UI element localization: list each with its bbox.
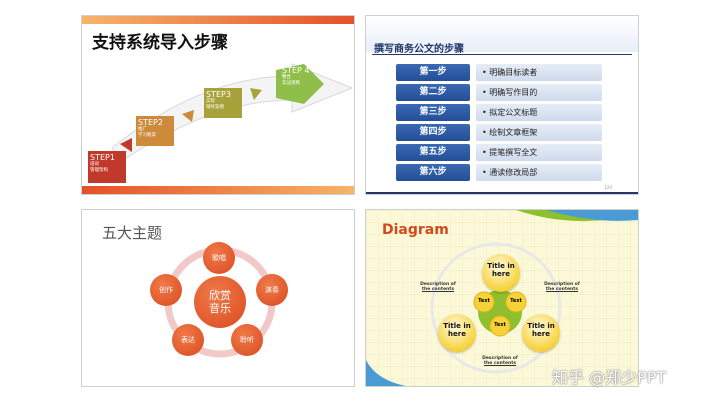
top-accent-bar [82, 16, 354, 24]
step-box-3: STEP3 实际 辅导案例 [204, 88, 242, 118]
step-text: • 明确写作目的 [476, 84, 602, 101]
theme-node-expression: 表达 [172, 324, 204, 356]
step-label: 第一步 [396, 64, 470, 81]
slide-title: Diagram [382, 222, 449, 238]
slide-thumbnail-1[interactable]: 支持系统导入步骤 STEP1 培训 管理架构 STEP2 推广 学习教案 STE… [82, 16, 354, 194]
bottom-accent-bar [82, 186, 354, 194]
theme-node-listening: 聆听 [231, 324, 263, 356]
title-ball-left: Title in here [438, 314, 476, 352]
step-arrow-4: STEP 4 整合 实战演练 [276, 64, 324, 106]
title-ball-top: Title in here [482, 254, 520, 292]
step-row-1: 第一步 • 明确目标读者 [396, 64, 604, 81]
step-box-2: STEP2 推广 学习教案 [136, 116, 174, 146]
title-ball-right: Title in here [522, 314, 560, 352]
step-row-2: 第二步 • 明确写作目的 [396, 84, 604, 101]
step-text: • 明确目标读者 [476, 64, 602, 81]
step-text: • 提笔撰写全文 [476, 144, 602, 161]
bottom-line [366, 192, 638, 194]
inner-trefoil [473, 290, 527, 337]
slide-title: 支持系统导入步骤 [92, 33, 228, 53]
inner-text-right: Text [510, 298, 522, 304]
step-label: 第五步 [396, 144, 470, 161]
description-right: Description of the contents [544, 282, 580, 292]
step-row-6: 第六步 • 通读修改局部 [396, 164, 604, 181]
step-label: 第二步 [396, 84, 470, 101]
theme-node-singing: 歌唱 [203, 242, 235, 274]
step-text: • 绘制文章框架 [476, 124, 602, 141]
step-label: 第六步 [396, 164, 470, 181]
description-left: Description of the contents [420, 282, 456, 292]
step-row-5: 第五步 • 提笔撰写全文 [396, 144, 604, 161]
step-row-3: 第三步 • 拟定公文标题 [396, 104, 604, 121]
theme-node-creation: 创作 [150, 274, 182, 306]
slide-thumbnail-2[interactable]: 撰写商务公文的步骤 第一步 • 明确目标读者 第二步 • 明确写作目的 第三步 … [366, 16, 638, 194]
center-circle: 欣赏 音乐 [194, 276, 246, 328]
watermark-text: 知乎 @郑少PPT [552, 368, 667, 387]
title-underline [372, 54, 632, 55]
inner-text-bottom: Text [494, 322, 506, 328]
slide-thumbnail-4[interactable]: Diagram Text Text Text Title in here Tit… [366, 210, 638, 386]
arrow-head-shape [276, 64, 324, 104]
slide-thumbnail-3[interactable]: 五大主题 欣赏 音乐 歌唱 演奏 聆听 表达 创作 [82, 210, 354, 386]
description-bottom: Description of the contents [482, 356, 518, 366]
slide-title: 撰写商务公文的步骤 [374, 44, 464, 55]
inner-text-left: Text [478, 298, 490, 304]
slide-title: 五大主题 [102, 224, 163, 242]
step-box-1: STEP1 培训 管理架构 [88, 151, 126, 183]
page-number: 120 [604, 185, 612, 190]
step-text: • 通读修改局部 [476, 164, 602, 181]
theme-node-playing: 演奏 [256, 274, 288, 306]
step-row-4: 第四步 • 绘制文章框架 [396, 124, 604, 141]
step-text: • 拟定公文标题 [476, 104, 602, 121]
step-label: 第四步 [396, 124, 470, 141]
header-band [366, 16, 638, 52]
step-label: 第三步 [396, 104, 470, 121]
